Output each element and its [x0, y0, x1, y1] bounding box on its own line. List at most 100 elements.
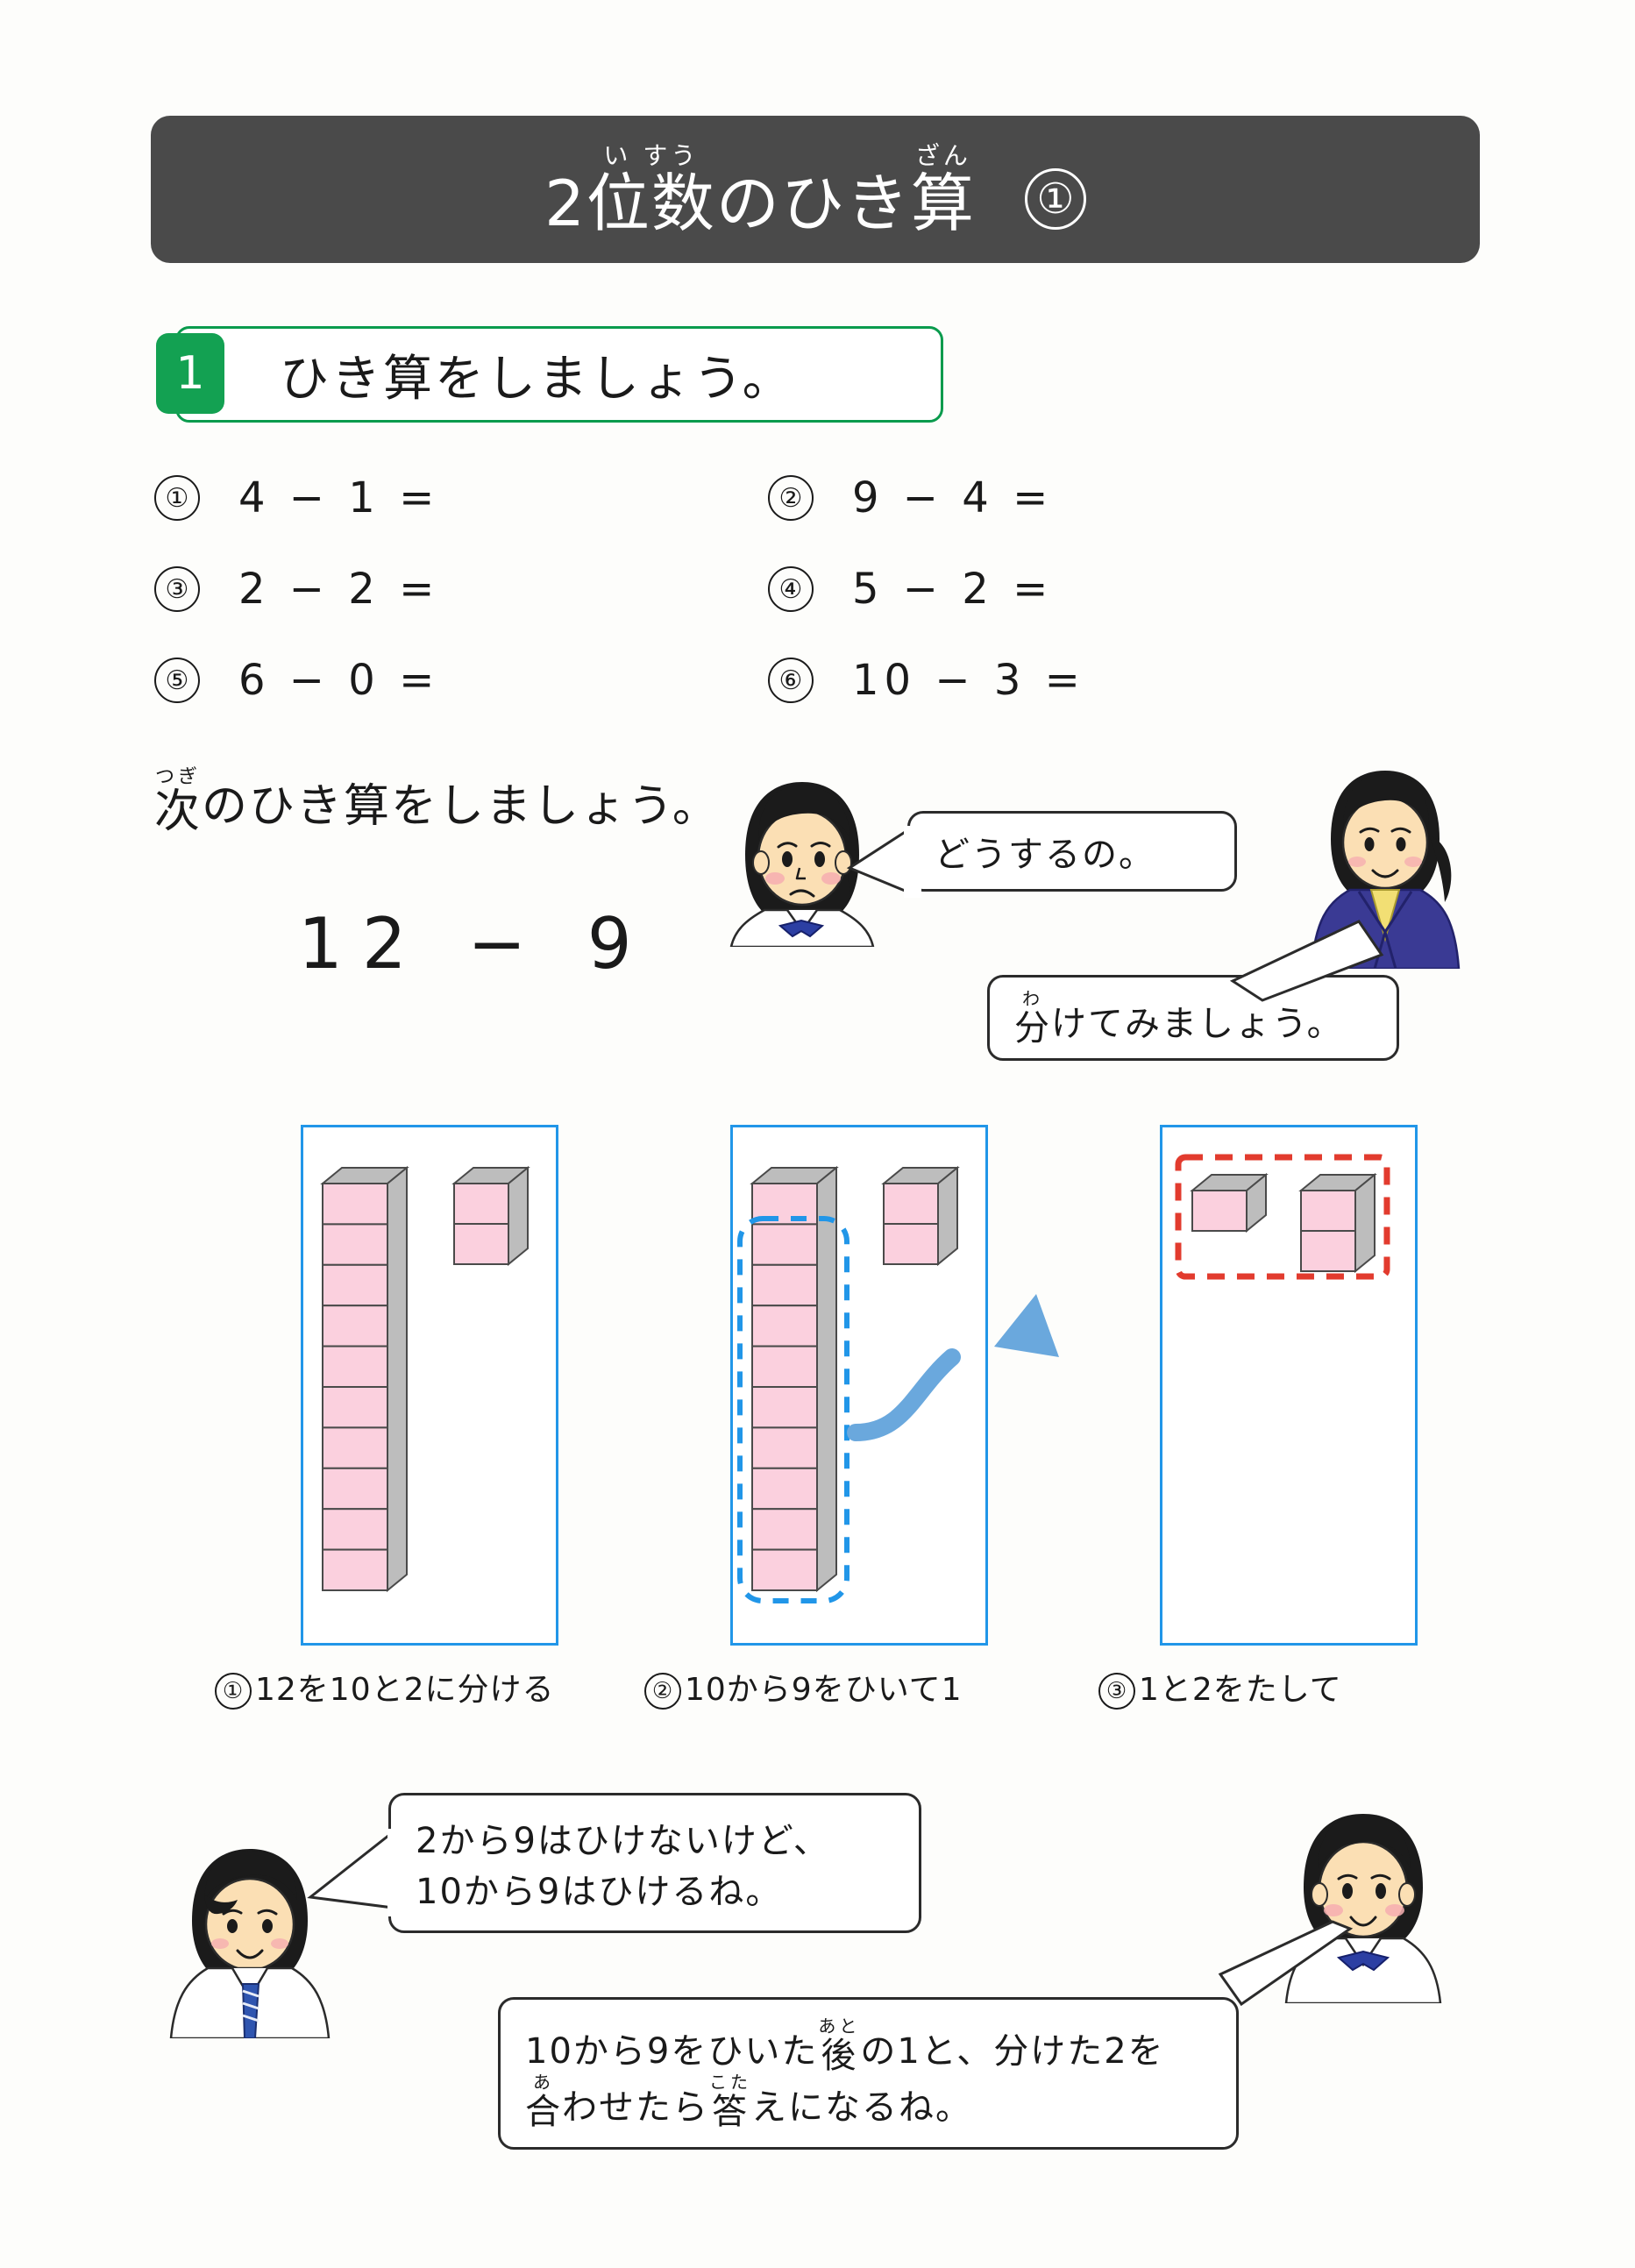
ones-block-2	[1298, 1172, 1377, 1274]
speech-bubble-girl2-line2: あ合わせたらこた答えになるね。	[525, 2073, 1212, 2129]
student-girl-worried-avatar	[719, 771, 885, 950]
problem-item[interactable]: ① 4 − 1 =	[154, 473, 768, 523]
teacher-kanji-wake: 分	[1014, 1008, 1051, 1049]
featured-expression: 12 − 9	[298, 903, 651, 985]
next-ruby-tsugi: つぎ 次	[154, 768, 202, 835]
girl2-line2-part-a: わせたら	[562, 2087, 709, 2128]
speech-bubble-teacher-text: わ 分 けてみましょう。	[1014, 990, 1372, 1046]
speech-bubble-girl-question: どうするの。	[907, 811, 1237, 892]
problem-item[interactable]: ④ 5 − 2 =	[768, 565, 1382, 614]
move-arrow-head-icon	[994, 1294, 1059, 1357]
problem-number: ④	[768, 566, 814, 612]
problem-item[interactable]: ⑤ 6 − 0 =	[154, 656, 768, 705]
panel-caption-number: ②	[644, 1673, 681, 1710]
speech-bubble-boy: 2から9はひけないけど、 10から9はひけるね。	[388, 1793, 921, 1933]
title-furigana-zan: ざん	[914, 141, 971, 170]
problem-expression: 2 − 2 =	[238, 565, 440, 614]
problem-item[interactable]: ③ 2 − 2 =	[154, 565, 768, 614]
problem-item[interactable]: ② 9 − 4 =	[768, 473, 1382, 523]
speech-bubble-girl-text: どうするの。	[935, 835, 1155, 875]
speech-tail-girl-icon	[846, 826, 921, 898]
block-panel-3	[1160, 1125, 1418, 1646]
problem-number: ⑥	[768, 658, 814, 703]
girl2-line2-part-b: えになるね。	[751, 2087, 972, 2128]
girl2-kanji-ato: 後	[821, 2036, 858, 2076]
instruction-number-badge: 1	[156, 333, 224, 414]
page-title-bar: 2 い すう 位数 のひき ざん 算 ①	[151, 116, 1480, 263]
highlight-dashed-blue	[737, 1216, 849, 1603]
girl2-furigana-kota: こた	[709, 2072, 751, 2093]
speech-bubble-boy-line2: 10から9はひけるね。	[416, 1872, 783, 1912]
teacher-furigana-wa: わ	[1022, 988, 1043, 1009]
block-panel-2	[730, 1125, 988, 1646]
problem-expression: 10 − 3 =	[852, 656, 1085, 705]
title-middle-text: のひき	[715, 167, 911, 240]
girl2-ruby-kota: こた答	[709, 2073, 751, 2129]
girl2-ruby-ato: あと後	[818, 2017, 860, 2073]
teacher-avatar	[1297, 758, 1473, 972]
girl2-kanji-a: 合	[525, 2092, 562, 2132]
panel-caption-text: 12を10と2に分ける	[255, 1672, 555, 1708]
girl2-kanji-kota: 答	[712, 2092, 749, 2132]
ones-block-2	[451, 1165, 530, 1267]
girl2-line1-part-a: 10から9をひいた	[525, 2031, 819, 2072]
teacher-text-rest: けてみましょう。	[1051, 1004, 1344, 1044]
student-boy-avatar	[162, 1837, 338, 2042]
problem-expression: 5 − 2 =	[852, 565, 1054, 614]
speech-bubble-teacher: わ 分 けてみましょう。	[987, 975, 1399, 1061]
next-furigana-tsugi: つぎ	[155, 766, 202, 788]
panel-caption-number: ③	[1098, 1673, 1135, 1710]
block-diagram-2	[737, 1165, 961, 1603]
girl2-ruby-a: あ合	[525, 2073, 562, 2129]
student-girl-smiling-avatar	[1276, 1802, 1451, 2007]
instruction-text: ひき算をしましょう。	[280, 350, 794, 408]
title-kanji-isuu: 位数	[586, 167, 716, 240]
tens-rod-10	[320, 1165, 409, 1593]
problem-number: ⑤	[154, 658, 200, 703]
problem-number: ③	[154, 566, 200, 612]
panel-caption-text: 1と2をたして	[1139, 1672, 1342, 1708]
highlight-dashed-red	[1175, 1154, 1390, 1280]
speech-bubble-girl2-line1: 10から9をひいたあと後の1と、分けた2を	[525, 2017, 1212, 2073]
title-kanji-zan: 算	[910, 167, 976, 240]
speech-tail-girl2-icon	[1218, 1920, 1354, 2007]
problem-expression: 4 − 1 =	[238, 473, 440, 523]
instruction-number-text: 1	[175, 347, 205, 400]
lesson-number-badge: ①	[1024, 168, 1086, 230]
tens-rod-10	[750, 1165, 839, 1593]
next-instruction-rest: のひき算をしましょう。	[202, 780, 720, 833]
problem-expression: 6 − 0 =	[238, 656, 440, 705]
panel-caption-text: 10から9をひいて1	[685, 1672, 963, 1708]
title-furigana-isuu: い すう	[603, 141, 700, 170]
title-ruby-zan: ざん 算	[910, 141, 976, 240]
single-cube-1	[1190, 1172, 1269, 1234]
problem-number: ②	[768, 475, 814, 521]
problem-expression: 9 − 4 =	[852, 473, 1054, 523]
speech-tail-boy-icon	[307, 1829, 407, 1916]
speech-bubble-girl-explanation: 10から9をひいたあと後の1と、分けた2を あ合わせたらこた答えになるね。	[498, 1997, 1239, 2150]
block-diagram-1	[320, 1165, 530, 1593]
move-arrow-icon	[847, 1348, 961, 1441]
girl2-furigana-a: あ	[533, 2072, 554, 2093]
problem-grid: ① 4 − 1 = ② 9 − 4 = ③ 2 − 2 = ④ 5 − 2 = …	[154, 473, 1399, 705]
title-number-prefix: 2	[544, 167, 586, 240]
page-title: 2 い すう 位数 のひき ざん 算 ①	[544, 144, 1086, 235]
ones-block-2	[881, 1165, 960, 1267]
block-panel-1	[301, 1125, 558, 1646]
instruction-box: ひき算をしましょう。	[175, 326, 943, 423]
problem-item[interactable]: ⑥ 10 − 3 =	[768, 656, 1382, 705]
title-ruby-isuu: い すう 位数	[586, 141, 716, 240]
girl2-line1-part-b: の1と、分けた2を	[860, 2031, 1165, 2072]
problem-number: ①	[154, 475, 200, 521]
next-kanji-tsugi: 次	[154, 786, 203, 838]
lesson-number-text: ①	[1036, 174, 1075, 224]
speech-bubble-boy-line1: 2から9はひけないけど、	[416, 1821, 830, 1861]
next-instruction-line: つぎ 次 のひき算をしましょう。	[154, 768, 720, 835]
speech-tail-teacher-icon	[1229, 920, 1384, 1002]
panel-caption-number: ①	[215, 1673, 252, 1710]
block-diagram-3	[1175, 1154, 1390, 1280]
